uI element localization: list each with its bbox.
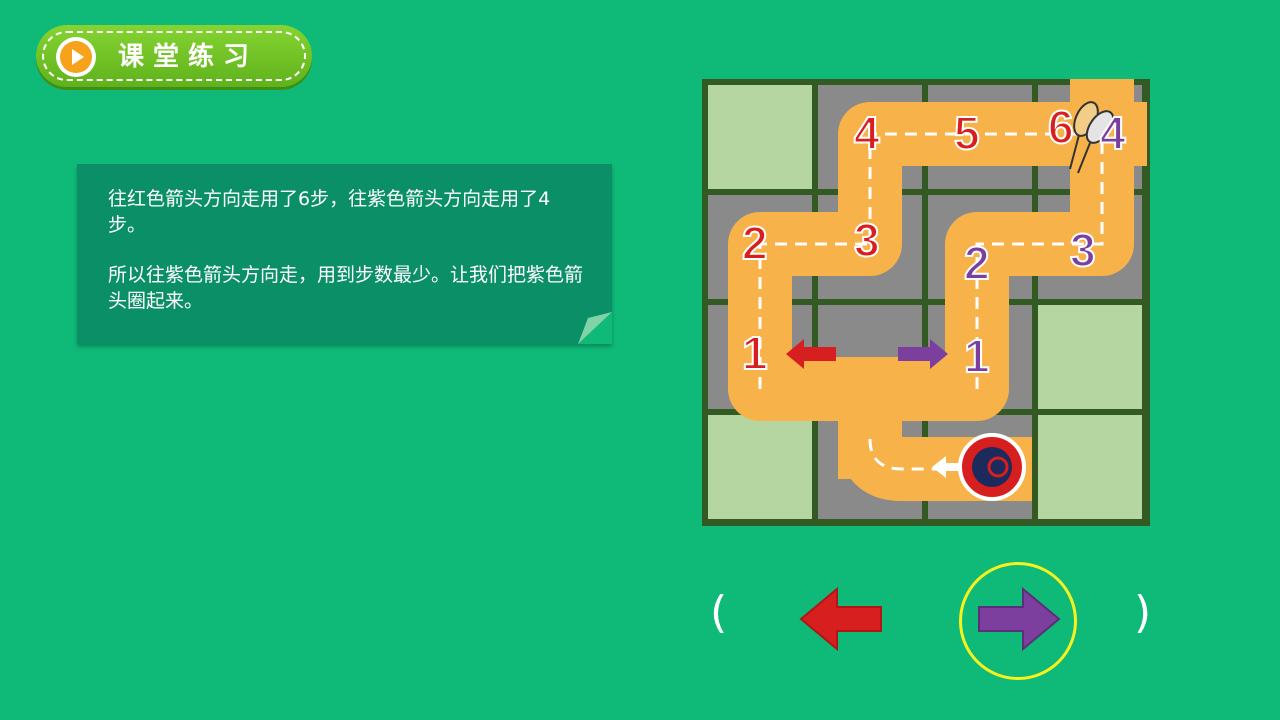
answer-purple-arrow-right-icon[interactable] xyxy=(975,585,1061,651)
red-step-labels: 1 2 3 4 5 6 xyxy=(741,100,1075,380)
red-step-1: 1 xyxy=(742,327,768,379)
purple-step-labels: 1 2 3 4 xyxy=(963,106,1127,383)
explanation-paragraph-1: 往红色箭头方向走用了6步，往紫色箭头方向走用了4步。 xyxy=(108,188,551,236)
title-banner-border xyxy=(42,31,306,81)
red-step-2: 2 xyxy=(742,217,768,269)
explanation-paragraph-2: 所以往紫色箭头方向走，用到步数最少。让我们把紫色箭头圈起来。 xyxy=(108,264,584,312)
red-step-4: 4 xyxy=(854,107,880,159)
red-arrow-left-icon xyxy=(786,339,836,369)
explanation-text: 往红色箭头方向走用了6步，往紫色箭头方向走用了4步。 所以往紫色箭头方向走，用到… xyxy=(108,186,588,338)
purple-step-1: 1 xyxy=(964,330,990,382)
white-arrow-left-icon xyxy=(932,456,960,478)
red-step-3: 3 xyxy=(854,214,880,266)
red-step-6: 6 xyxy=(1048,101,1074,153)
road-center-dashes xyxy=(758,132,1104,471)
purple-step-4: 4 xyxy=(1100,107,1126,159)
badminton-racket-icon xyxy=(1069,101,1115,174)
purple-arrow-right-icon xyxy=(898,339,948,369)
red-step-5: 5 xyxy=(954,107,980,159)
explanation-card xyxy=(77,164,612,344)
grass-tiles xyxy=(708,85,1142,519)
play-icon[interactable] xyxy=(56,37,96,77)
answer-red-arrow-left-icon[interactable] xyxy=(799,585,885,651)
racing-car-icon xyxy=(958,433,1026,501)
purple-step-2: 2 xyxy=(964,237,990,289)
road-map-board: 1 2 3 4 5 6 1 2 3 4 xyxy=(702,79,1150,526)
selection-circle xyxy=(959,562,1077,680)
close-parenthesis: ) xyxy=(1134,587,1152,638)
open-parenthesis: ( xyxy=(710,587,728,638)
page-title: 课堂练习 xyxy=(118,42,259,72)
purple-step-3: 3 xyxy=(1070,224,1096,276)
page-fold xyxy=(578,312,612,346)
